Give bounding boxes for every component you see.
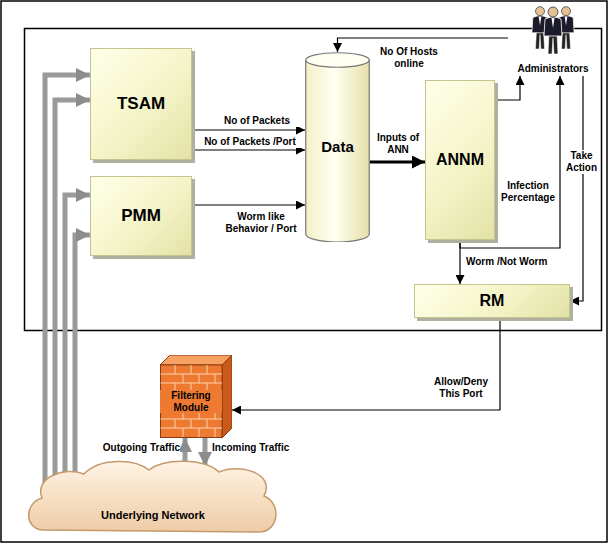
- flow-arrow: [192, 149, 305, 150]
- brick-joint: [191, 365, 192, 374]
- node-label: Filtering Module: [160, 390, 222, 413]
- node-label: Data: [321, 138, 354, 155]
- brick-joint: [199, 374, 200, 383]
- edge-label: Incoming Traffic: [212, 442, 312, 454]
- brick-joint: [161, 374, 223, 375]
- actor-icon: Administrators: [508, 4, 598, 76]
- traffic-arrow: [55, 100, 90, 484]
- edge-label: Allow/Deny This Port: [426, 376, 496, 400]
- node-label: TSAM: [117, 94, 165, 114]
- traffic-arrow: [203, 438, 208, 466]
- cylinder-top: [306, 53, 370, 68]
- flow-arrow: [192, 129, 305, 130]
- edge-label: Worm like Behavior / Port: [218, 211, 304, 235]
- edge-label: Infection Percentage: [499, 180, 557, 204]
- traffic-arrow: [65, 195, 90, 481]
- brick-joint: [207, 419, 208, 428]
- cloud-outline: [29, 461, 276, 532]
- brick-joint: [191, 419, 192, 428]
- edge-label: Outgoing Traffic: [78, 442, 180, 454]
- data-store: Data: [305, 52, 370, 242]
- flow-arrow: [495, 76, 520, 100]
- brick-joint: [175, 419, 176, 428]
- person-figure: [544, 7, 562, 54]
- brick-joint: [215, 428, 216, 437]
- brick-joint: [199, 428, 200, 437]
- node-label: Administrators: [517, 63, 588, 75]
- cloud-outline: [24, 458, 282, 536]
- edge-label: Take Action: [563, 150, 600, 174]
- traffic-arrow: [45, 75, 90, 488]
- brick-joint: [183, 374, 184, 383]
- node-label: RM: [480, 292, 505, 310]
- brick-joint: [183, 428, 184, 437]
- brick-joint: [175, 365, 176, 374]
- node-label: Underlying Network: [101, 509, 205, 522]
- edge-label: No of Packets: [212, 115, 302, 127]
- wall-front: [161, 365, 223, 438]
- brick-joint: [215, 374, 216, 383]
- node-label: PMM: [121, 206, 161, 226]
- edge-label: Inputs of ANN: [372, 132, 424, 156]
- process-box: ANNM: [425, 80, 495, 240]
- edge-label: No of Packets /Port: [196, 136, 304, 148]
- process-box: RM: [414, 284, 570, 318]
- brick-joint: [207, 365, 208, 374]
- flow-arrow: [570, 76, 583, 301]
- network-cloud: Underlying Network: [24, 458, 282, 536]
- brick-joint: [161, 428, 223, 429]
- wall-top: [160, 355, 232, 365]
- cylinder-body: [306, 60, 370, 242]
- flow-arrow: [232, 318, 500, 410]
- process-box: TSAM: [90, 48, 192, 160]
- edge-label: No Of Hosts online: [376, 46, 442, 70]
- node-label: ANNM: [436, 151, 484, 169]
- edge-label: Worm /Not Worm: [466, 256, 556, 268]
- wall-side: [222, 355, 232, 438]
- system-frame: [25, 29, 602, 331]
- flow-arrow: [192, 204, 305, 205]
- process-box: PMM: [90, 176, 192, 256]
- flow-arrow: [370, 161, 425, 164]
- admin-outline: [508, 4, 598, 56]
- firewall-icon: Filtering Module: [160, 355, 232, 438]
